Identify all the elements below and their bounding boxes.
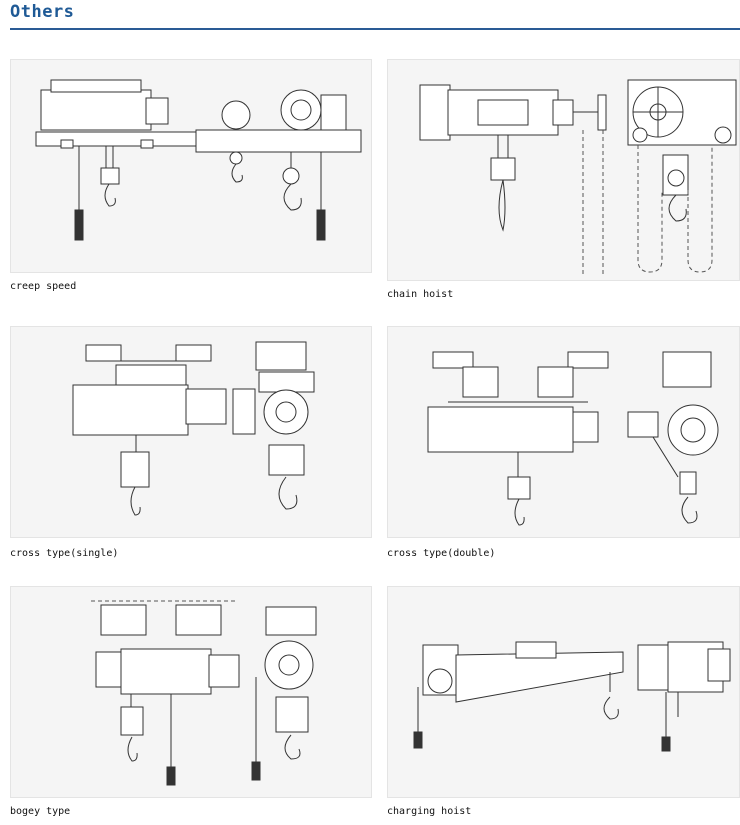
caption-bogey-type: bogey type <box>10 806 71 817</box>
hoist-drawing-bogey-type[interactable] <box>10 586 372 798</box>
hoist-drawing-cross-type-double[interactable] <box>387 326 740 538</box>
section-divider <box>10 28 740 30</box>
caption-chain-hoist: chain hoist <box>387 289 454 300</box>
caption-creep-speed: creep speed <box>10 281 77 292</box>
caption-cross-type-single: cross type(single) <box>10 548 119 559</box>
section-title: Others <box>10 2 75 22</box>
hoist-drawing-chain-hoist[interactable] <box>387 59 740 281</box>
section-header: Others <box>0 0 740 31</box>
hoist-drawing-charging-hoist[interactable] <box>387 586 740 798</box>
hoist-drawing-cross-type-single[interactable] <box>10 326 372 538</box>
hoist-drawing-creep-speed[interactable] <box>10 59 372 273</box>
caption-charging-hoist: charging hoist <box>387 806 472 817</box>
caption-cross-type-double: cross type(double) <box>387 548 496 559</box>
